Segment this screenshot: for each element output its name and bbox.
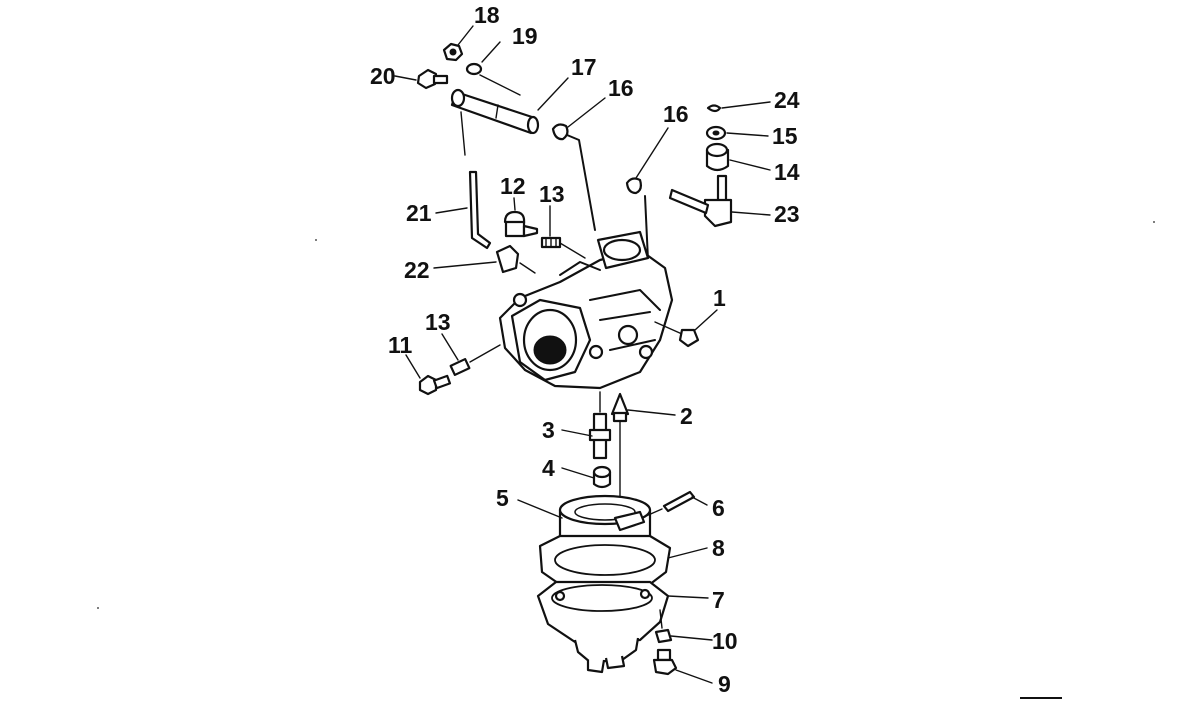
callout-16-upper: 16 xyxy=(608,75,634,101)
callout-1: 1 xyxy=(713,285,726,311)
scan-artifacts xyxy=(97,221,1155,699)
part-1-screw xyxy=(654,321,700,348)
callout-12: 12 xyxy=(500,173,526,199)
part-22-bracket xyxy=(495,244,536,274)
callout-9: 9 xyxy=(718,671,731,697)
callout-23: 23 xyxy=(774,201,800,227)
part-8-gasket xyxy=(538,534,672,590)
callout-16-right: 16 xyxy=(663,101,689,127)
part-4-plug xyxy=(592,465,612,489)
callout-7: 7 xyxy=(712,587,725,613)
callout-24: 24 xyxy=(774,87,800,113)
callout-19: 19 xyxy=(512,23,538,49)
callout-10: 10 xyxy=(712,628,738,654)
part-10-gasket-washer xyxy=(654,609,673,644)
callout-8: 8 xyxy=(712,535,725,561)
callout-5: 5 xyxy=(496,485,509,511)
part-20-screw xyxy=(416,68,449,90)
part-14-bushing xyxy=(705,142,730,172)
part-16-clip-right xyxy=(625,177,649,261)
callout-18: 18 xyxy=(474,2,500,28)
part-21-choke-rod xyxy=(460,111,492,250)
part-13-spring-left xyxy=(449,344,501,377)
part-3-main-jet xyxy=(588,391,612,460)
part-9-drain-screw xyxy=(652,648,678,676)
callout-3: 3 xyxy=(542,417,555,443)
part-13-spring-upper xyxy=(540,236,586,259)
part-24-eclip xyxy=(706,104,722,113)
part-carburetor-body xyxy=(498,230,674,390)
part-17-link-rod xyxy=(450,88,540,135)
callout-13-left: 13 xyxy=(425,309,451,335)
part-6-pin xyxy=(645,490,696,517)
callout-14: 14 xyxy=(774,159,800,185)
part-23-throttle-lever xyxy=(668,174,733,228)
callout-11: 11 xyxy=(388,332,413,358)
part-11-screw xyxy=(418,374,452,396)
callout-labels: 18 19 20 17 16 16 24 15 14 23 12 13 21 2… xyxy=(370,2,800,697)
callout-22: 22 xyxy=(404,257,430,283)
part-15-washer xyxy=(705,125,727,141)
callout-20: 20 xyxy=(370,63,396,89)
leader-lines xyxy=(394,25,771,684)
part-7-float-bowl xyxy=(536,580,670,674)
callout-15: 15 xyxy=(772,123,798,149)
part-19-washer xyxy=(465,62,521,96)
part-18-nut xyxy=(442,42,464,62)
callout-13-upper: 13 xyxy=(539,181,565,207)
part-12-valve xyxy=(503,210,539,238)
callout-21: 21 xyxy=(406,200,432,226)
part-16-clip-upper xyxy=(551,123,596,231)
part-2-float-needle xyxy=(610,392,630,506)
callout-4: 4 xyxy=(542,455,555,481)
callout-17: 17 xyxy=(571,54,597,80)
callout-6: 6 xyxy=(712,495,725,521)
callout-2: 2 xyxy=(680,403,693,429)
